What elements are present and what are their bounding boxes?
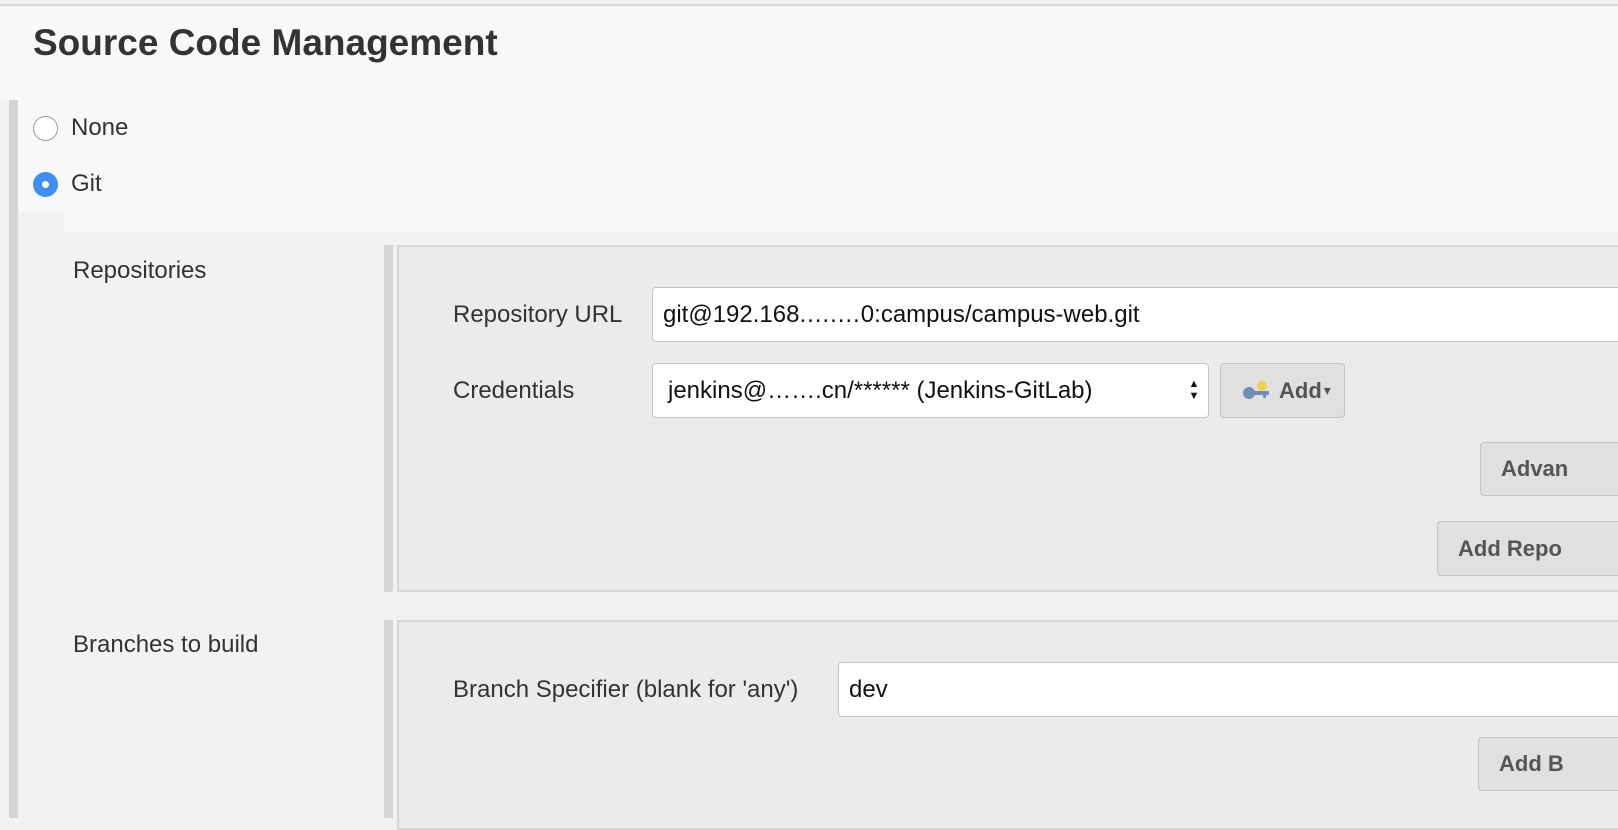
radio-none-label: None: [71, 114, 129, 141]
advanced-button[interactable]: Advan: [1480, 442, 1618, 496]
repository-url-input[interactable]: [652, 287, 1618, 342]
key-icon: [1241, 380, 1271, 402]
radio-none[interactable]: [33, 115, 58, 141]
add-credentials-button[interactable]: Add ▾: [1220, 363, 1345, 418]
scm-option-git[interactable]: Git: [33, 170, 102, 198]
add-branch-button[interactable]: Add B: [1478, 737, 1618, 791]
radio-git-label: Git: [71, 170, 102, 197]
advanced-button-label: Advan: [1501, 456, 1569, 481]
repositories-label: Repositories: [73, 257, 207, 284]
section-header: [0, 6, 1618, 100]
scm-options-band: [18, 100, 1618, 212]
repository-url-label: Repository URL: [453, 301, 623, 328]
select-arrows-icon: ▲▼: [1188, 378, 1200, 402]
branches-bar: [384, 620, 393, 818]
add-repository-label: Add Repo: [1458, 535, 1562, 561]
add-credentials-label: Add: [1279, 377, 1322, 403]
credentials-select-value: jenkins@…….cn/****** (Jenkins-GitLab): [668, 376, 1093, 404]
branches-panel: [397, 620, 1618, 830]
repositories-bar: [384, 245, 393, 592]
credentials-select[interactable]: jenkins@…….cn/****** (Jenkins-GitLab) ▲▼: [652, 363, 1209, 418]
radio-git[interactable]: [33, 171, 58, 197]
credentials-label: Credentials: [453, 377, 575, 404]
scm-option-none[interactable]: None: [33, 114, 128, 142]
branch-specifier-label: Branch Specifier (blank for 'any'): [453, 676, 799, 703]
top-divider: [0, 4, 1618, 6]
add-repository-button[interactable]: Add Repo: [1437, 521, 1618, 576]
branches-label: Branches to build: [73, 631, 259, 658]
branch-specifier-input[interactable]: [838, 662, 1618, 717]
section-title: Source Code Management: [33, 22, 498, 63]
section-left-bar: [9, 100, 18, 818]
scm-options-band-extension: [64, 212, 1618, 232]
dropdown-caret-icon: ▾: [1323, 382, 1331, 398]
add-branch-label: Add B: [1499, 751, 1564, 776]
